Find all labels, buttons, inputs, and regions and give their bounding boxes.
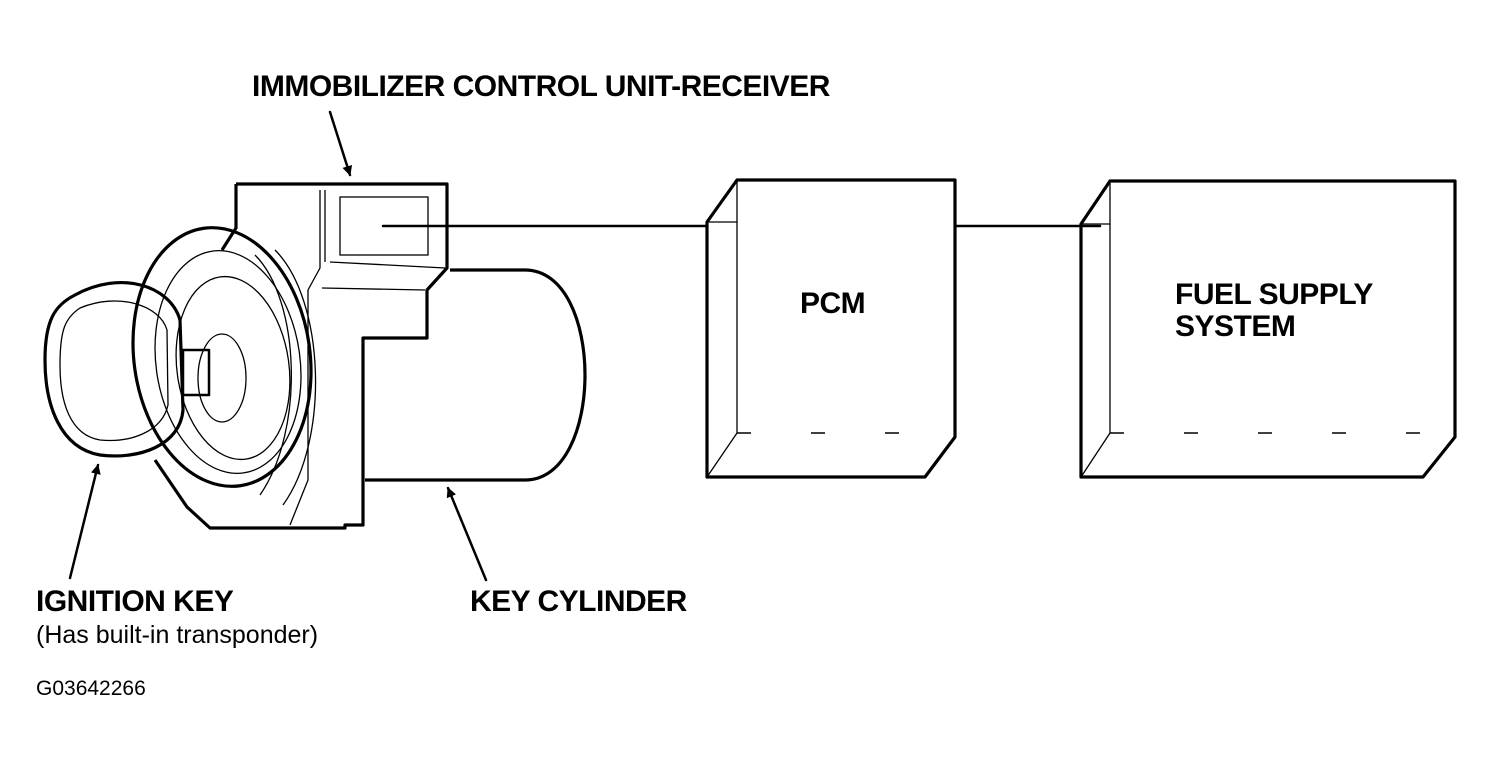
- lock-face: [131, 226, 317, 506]
- immobilizer-label: IMMOBILIZER CONTROL UNIT-RECEIVER: [252, 70, 830, 103]
- immobilizer-housing: [153, 182, 449, 530]
- ignition-key-arrow: [68, 463, 101, 580]
- pcm-label: PCM: [800, 287, 866, 320]
- pcm-box: [705, 178, 957, 479]
- key-cylinder-label: KEY CYLINDER: [470, 585, 687, 618]
- key-cylinder-arrow: [446, 486, 488, 582]
- fuel-supply-box: [1079, 179, 1457, 479]
- ignition-key-label: IGNITION KEY: [36, 585, 234, 618]
- ignition-key-note: (Has built-in transponder): [36, 621, 319, 649]
- fuel-supply-label-line2: SYSTEM: [1175, 310, 1296, 343]
- immobilizer-arrow: [328, 110, 353, 177]
- figure-id: G03642266: [36, 677, 146, 700]
- fuel-supply-label-line1: FUEL SUPPLY: [1175, 278, 1373, 311]
- key-cylinder: [365, 268, 587, 482]
- ignition-key: [43, 280, 211, 458]
